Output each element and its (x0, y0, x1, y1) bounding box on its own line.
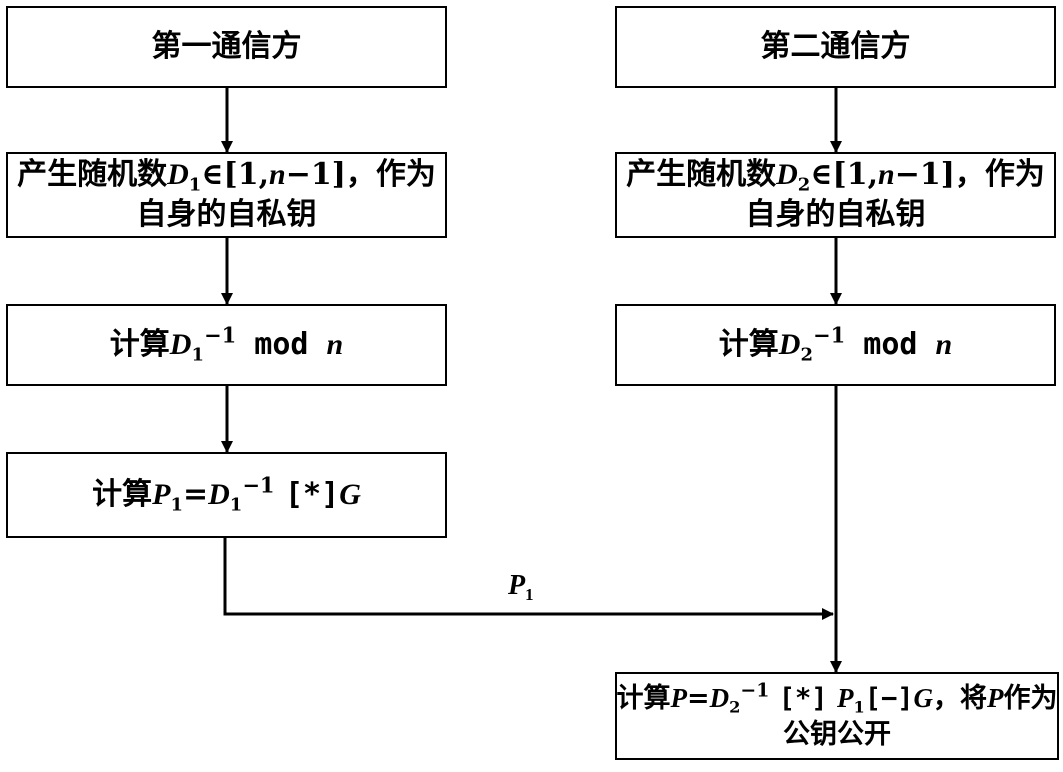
right-compute-inverse: 计算D2−1 mod n (615, 304, 1056, 386)
right-party-header: 第二通信方 (615, 6, 1056, 88)
transfer-label: P1 (508, 570, 534, 604)
left-party-header: 第一通信方 (6, 6, 447, 88)
left-compute-inverse: 计算D1−1 mod n (6, 304, 447, 386)
right-compute-public-key: 计算P=D2−1 [*] P1[−]G，将P作为 公钥公开 (615, 672, 1059, 760)
left-generate-private-key: 产生随机数D1∈[1,n−1]，作为 自身的自私钥 (6, 152, 447, 238)
arrow-transfer-p1 (223, 538, 834, 620)
left-compute-p1: 计算P1=D1−1 [*]G (6, 452, 447, 538)
right-generate-private-key: 产生随机数D2∈[1,n−1]，作为 自身的自私钥 (615, 152, 1056, 238)
